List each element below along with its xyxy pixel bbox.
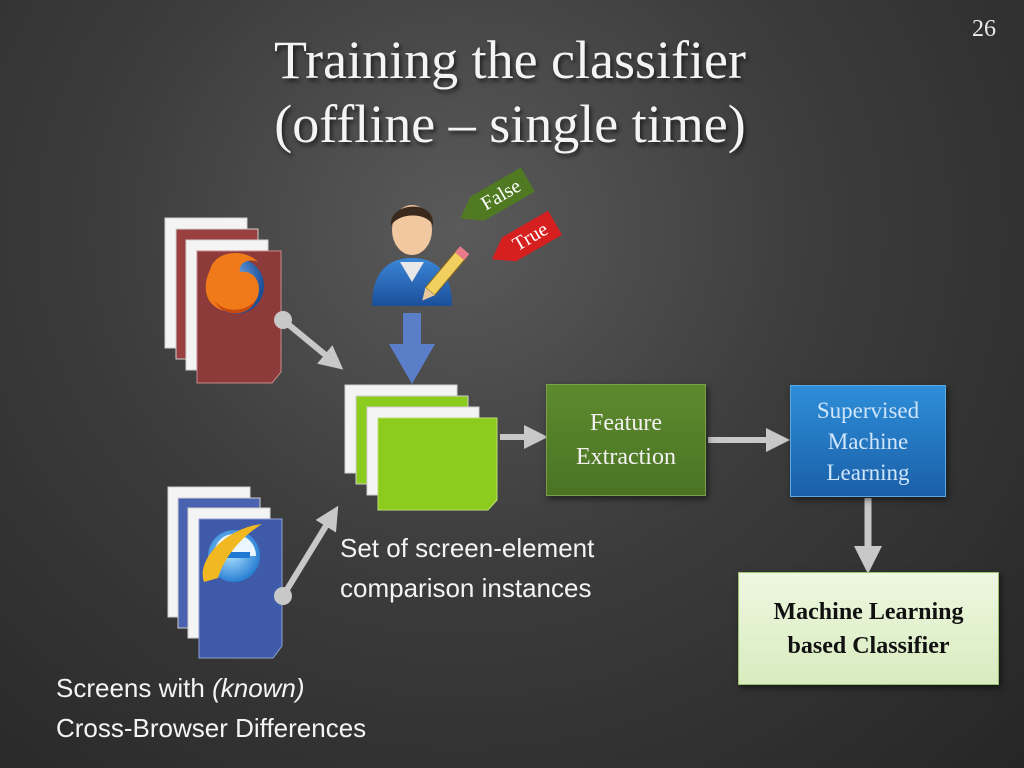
title-line-2: (offline – single time) [274, 94, 746, 154]
feature-line-1: Feature [590, 410, 662, 436]
instances-caption-line-1: Set of screen-element [340, 533, 595, 563]
screens-caption-prefix: Screens with [56, 673, 213, 703]
arrow-ie-to-instances [274, 505, 339, 605]
comparison-instances-stack [344, 384, 498, 511]
screens-caption: Screens with (known) Cross-Browser Diffe… [56, 668, 366, 748]
supervised-line-1: Supervised [816, 397, 920, 423]
screens-caption-line-2: Cross-Browser Differences [56, 713, 367, 743]
ie-screens-stack [167, 486, 283, 659]
arrow-firefox-to-instances [274, 311, 344, 370]
instances-caption-line-2: comparison instances [340, 573, 592, 603]
firefox-screens-stack [164, 217, 282, 384]
title-line-1: Training the classifier [274, 30, 746, 90]
feature-extraction-box: Feature Extraction [546, 384, 706, 496]
slide-number: 26 [972, 16, 996, 42]
screens-caption-line-1: Screens with (known) [56, 668, 366, 708]
screens-caption-known: (known) [212, 673, 305, 703]
supervised-line-3: Learning [826, 459, 910, 485]
internet-explorer-icon [202, 524, 262, 582]
classifier-line-1: Machine Learning [773, 598, 964, 625]
slide-title: Training the classifier (offline – singl… [150, 28, 870, 156]
instances-caption: Set of screen-element comparison instanc… [340, 528, 594, 608]
supervised-learning-box: Supervised Machine Learning [790, 385, 946, 497]
feature-line-2: Extraction [576, 444, 676, 470]
firefox-icon [205, 252, 264, 314]
user-with-pencil-icon [372, 205, 470, 306]
classifier-box: Machine Learning based Classifier [738, 572, 999, 685]
supervised-line-2: Machine [827, 428, 909, 454]
arrow-user-to-instances [389, 313, 435, 384]
classifier-line-2: based Classifier [787, 632, 950, 659]
